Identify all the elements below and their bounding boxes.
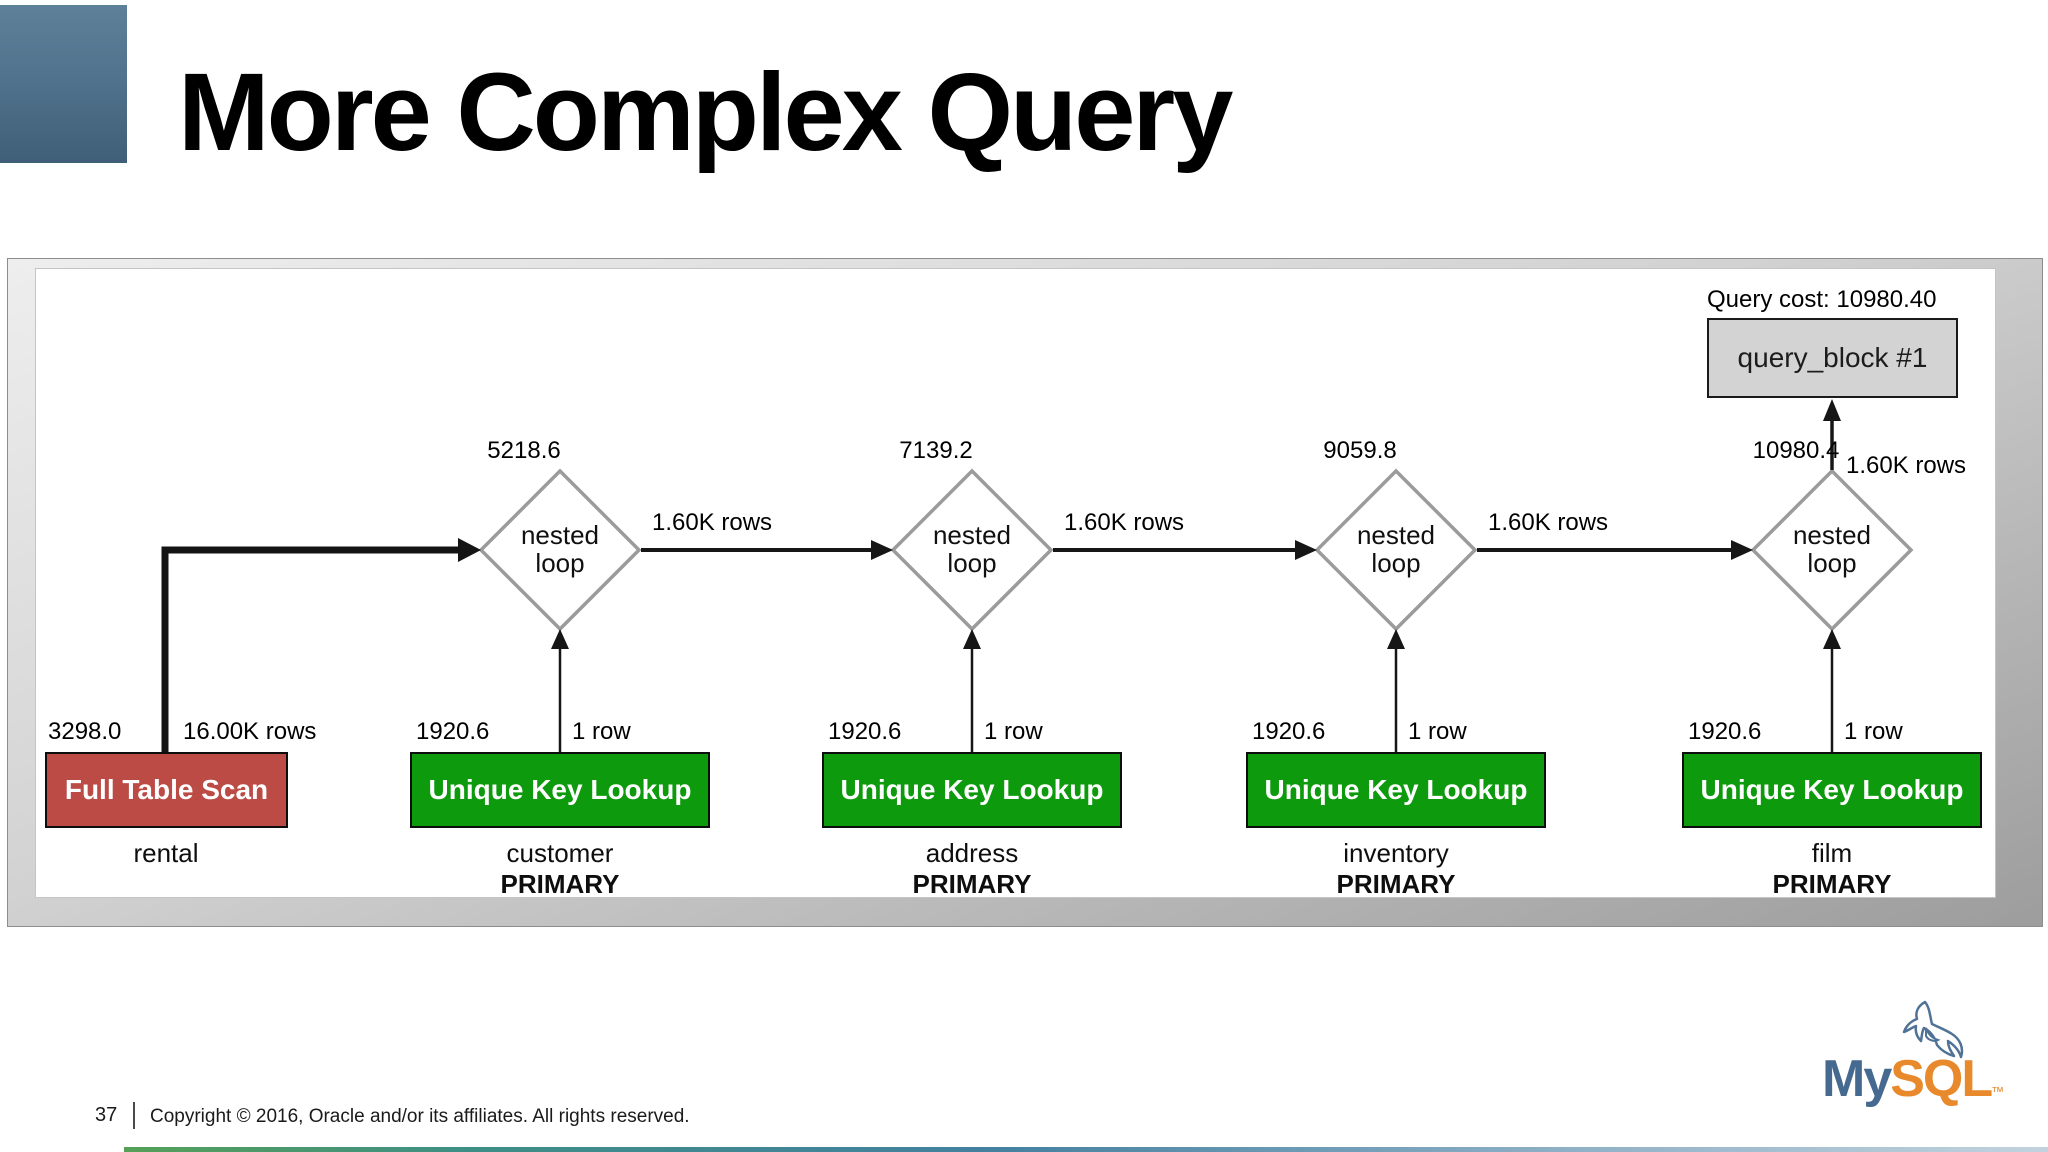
unique-key-lookup-node: Unique Key Lookup (410, 752, 710, 828)
table-name: inventory (1343, 838, 1449, 868)
unique-key-lookup-node: Unique Key Lookup (1682, 752, 1982, 828)
edge-rows-label: 1.60K rows (1488, 509, 1609, 536)
query-cost-label: Query cost: 10980.40 (1707, 286, 1937, 313)
full-table-scan-node: Full Table Scan (45, 752, 288, 828)
table-rows: 16.00K rows (183, 718, 317, 745)
table-name: film (1811, 838, 1853, 868)
edge-rows-label: 1.60K rows (1846, 452, 1967, 479)
table-rows: 1 row (984, 718, 1043, 745)
unique-key-lookup-node: Unique Key Lookup (1246, 752, 1546, 828)
table-rows: 1 row (1844, 718, 1903, 745)
edge-rows-label: 1.60K rows (1064, 509, 1185, 536)
table-cost: 1920.6 (1688, 718, 1762, 745)
table-index: PRIMARY (1336, 869, 1456, 899)
loop-cost: 10980.4 (1752, 437, 1840, 464)
mysql-logo: MySQL™ (1815, 995, 2005, 1110)
loop-cost: 7139.2 (899, 437, 973, 464)
table-index: PRIMARY (1772, 869, 1892, 899)
unique-key-lookup-node: Unique Key Lookup (822, 752, 1122, 828)
table-rows: 1 row (1408, 718, 1467, 745)
table-name: rental (133, 838, 199, 868)
table-cost: 1920.6 (416, 718, 490, 745)
page-title: More Complex Query (178, 51, 1233, 174)
loop-cost: 5218.6 (487, 437, 561, 464)
bottom-accent-bar (124, 1147, 2048, 1152)
copyright-text: Copyright © 2016, Oracle and/or its affi… (150, 1106, 690, 1127)
table-index: PRIMARY (912, 869, 1032, 899)
table-cost: 1920.6 (1252, 718, 1326, 745)
table-name: customer (506, 838, 614, 868)
footer-divider (133, 1102, 135, 1129)
loop-cost: 9059.8 (1323, 437, 1397, 464)
mysql-dolphin-icon (1902, 1000, 1964, 1059)
query-block-node: query_block #1 (1707, 318, 1958, 398)
table-index: PRIMARY (500, 869, 620, 899)
table-cost: 3298.0 (48, 718, 122, 745)
mysql-wordmark: MySQL™ (1822, 1050, 2004, 1108)
table-name: address (925, 838, 1019, 868)
corner-accent-square (0, 5, 127, 163)
table-rows: 1 row (572, 718, 631, 745)
edge-rows-label: 1.60K rows (652, 509, 773, 536)
table-cost: 1920.6 (828, 718, 902, 745)
page-number: 37 (95, 1104, 118, 1126)
